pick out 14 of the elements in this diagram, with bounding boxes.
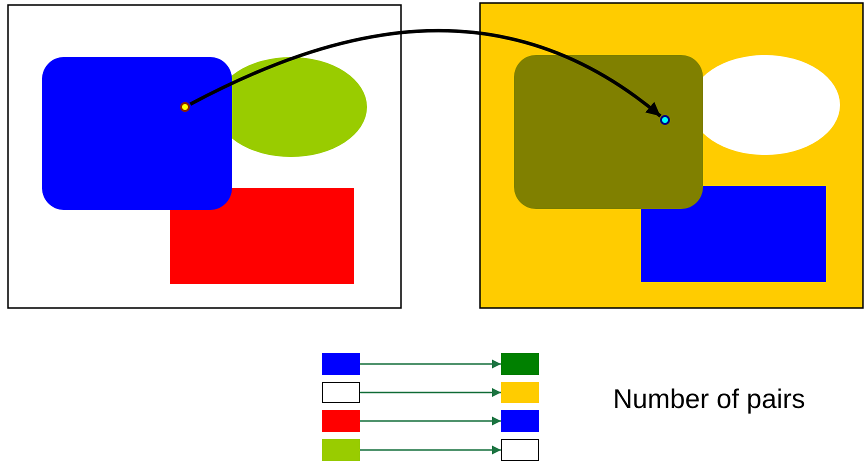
arrow	[190, 29, 662, 118]
arrow	[360, 388, 501, 397]
color-swatch	[501, 382, 539, 403]
color-swatch	[322, 382, 360, 403]
color-swatch	[501, 353, 539, 375]
arrow	[360, 416, 501, 426]
arrow	[360, 360, 501, 368]
arrow	[360, 446, 501, 454]
color-swatch	[501, 439, 539, 461]
color-swatch	[501, 410, 539, 432]
color-swatch	[322, 353, 360, 375]
color-swatch	[322, 439, 360, 461]
color-swatch	[322, 410, 360, 432]
caption-text: Number of pairs	[613, 383, 806, 415]
